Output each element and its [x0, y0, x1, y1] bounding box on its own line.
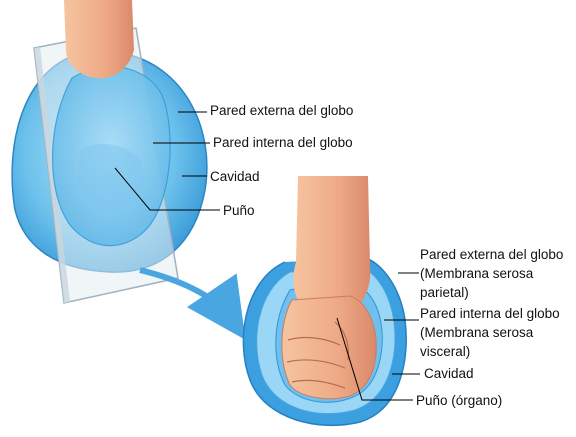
- label-bottom-inner-wall-3: visceral): [420, 344, 471, 359]
- label-bottom-inner-wall-2: (Membrana serosa: [420, 325, 534, 340]
- label-top-inner-wall: Pared interna del globo: [213, 135, 353, 150]
- bottom-balloon-illustration: [242, 176, 420, 427]
- top-glass-edge: [34, 47, 70, 303]
- leader-top-fist: [114, 167, 220, 211]
- bottom-arm: [293, 176, 371, 310]
- top-arm: [64, 0, 134, 79]
- label-top-fist: Puño: [223, 203, 255, 218]
- label-bottom-inner-wall-1: Pared interna del globo: [420, 306, 560, 321]
- label-bottom-outer-wall-1: Pared externa del globo: [420, 247, 564, 262]
- label-bottom-fist-organ: Puño (órgano): [416, 393, 503, 408]
- top-fist-shadow: [78, 144, 144, 216]
- label-bottom-outer-wall-2: (Membrana serosa: [420, 266, 534, 281]
- label-top-cavity: Cavidad: [210, 169, 260, 184]
- bottom-fist: [281, 295, 377, 400]
- label-bottom-cavity: Cavidad: [424, 366, 474, 381]
- bottom-fist-fingers: [286, 321, 350, 389]
- transition-arrow: [139, 267, 246, 340]
- label-top-outer-wall: Pared externa del globo: [210, 103, 354, 118]
- top-balloon-illustration: [11, 0, 220, 304]
- leader-bottom-fist: [336, 317, 413, 401]
- label-bottom-outer-wall-3: parietal): [420, 285, 469, 300]
